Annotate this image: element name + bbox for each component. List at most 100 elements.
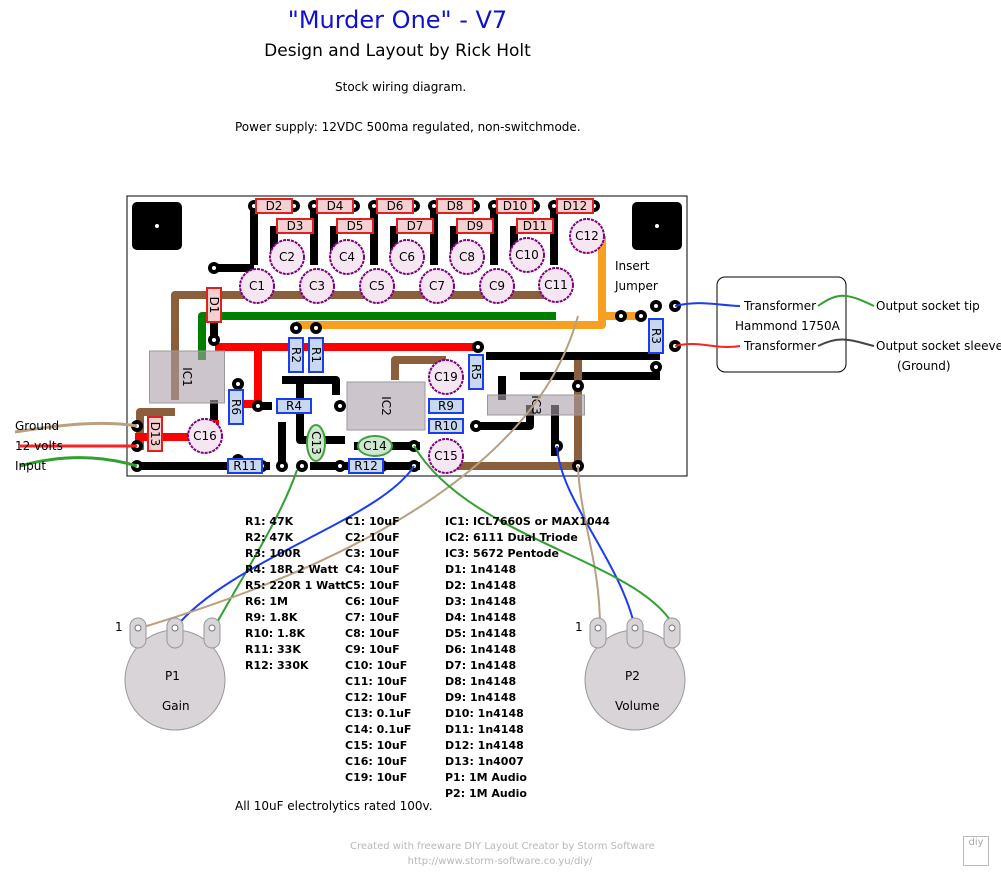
wire-p1-blue [174,465,415,629]
diode-d10 [496,198,534,214]
parts-list-item: R1: 47K [245,515,294,528]
r11-label: R11 [233,459,257,473]
pad-hole [312,204,316,208]
parts-list-item: D12: 1n4148 [445,739,524,752]
p1-lug-hole [171,624,179,632]
c8-label: C8 [459,250,475,264]
parts-list-item: C7: 10uF [345,611,400,624]
d8-label: D8 [447,199,464,213]
wire-p2-green [413,445,676,629]
diagram-note: Stock wiring diagram. [335,80,467,94]
diode-d5 [336,218,374,234]
parts-list-item: D10: 1n4148 [445,707,524,720]
parts-list-item: D6: 1n4148 [445,643,517,656]
c15-label: C15 [434,449,458,463]
p1-lug-hole [134,624,142,632]
r4-label: R4 [286,399,302,413]
d5-label: D5 [347,219,364,233]
wire-p2-brown [577,465,601,629]
transformer-label-1: Transformer [744,299,817,313]
pad-hole [474,424,478,428]
p2-name: P2 [625,669,640,683]
c3-label: C3 [309,279,325,293]
d2-label: D2 [266,199,283,213]
parts-list-item: C13: 0.1uF [345,707,412,720]
capacitor-c7 [419,268,455,304]
ground-note: (Ground) [897,359,951,373]
parts-list-item: C15: 10uF [345,739,408,752]
ground-label: Ground [15,419,60,433]
capacitor-c19 [428,359,464,395]
parts-list-item: C3: 10uF [345,547,400,560]
parts-list-item: C10: 10uF [345,659,408,672]
footer-url[interactable]: http://www.storm-software.co.yu/diy/ [407,856,593,867]
parts-list-item: C5: 10uF [345,579,400,592]
d12-label: D12 [563,199,588,213]
pad-hole [338,404,342,408]
wire-ground [14,421,138,434]
d6-label: D6 [387,199,404,213]
resistor-r3 [648,318,664,354]
pad-hole [212,338,216,342]
footer-credit: Created with freeware DIY Layout Creator… [350,841,655,852]
parts-list-item: D11: 1n4148 [445,723,524,736]
p2-pin-label: 1 [575,620,583,634]
r5-label: R5 [469,364,483,380]
parts-list-item: C16: 10uF [345,755,408,768]
capacitor-c13 [306,424,326,462]
parts-list-item: D1: 1n4148 [445,563,517,576]
capacitor-c9 [479,268,515,304]
trace-green [198,312,556,360]
trace-orange [296,236,606,329]
wire-blue [674,302,741,307]
chip-ic3 [487,394,585,416]
d4-label: D4 [327,199,344,213]
pad-hole [212,266,216,270]
parts-list-item: C6: 10uF [345,595,400,608]
resistor-r11 [227,458,263,474]
parts-list-item: D2: 1n4148 [445,579,517,592]
p2-label: Volume [615,699,660,713]
pad-hole [476,345,480,349]
resistor-r2 [288,337,304,373]
diode-d6 [376,198,414,214]
capacitor-c5 [359,268,395,304]
diode-d11 [516,218,554,234]
parts-list-item: R3: 100R [245,547,301,560]
resistor-r4 [276,398,312,414]
parts-list-item: R9: 1.8K [245,611,298,624]
wire-p1-brown [139,315,579,629]
capacitor-c4 [329,239,365,275]
p2-pot-lug [589,617,607,649]
diode-d1 [206,287,222,323]
diode-d4 [316,198,354,214]
c14-label: C14 [363,439,387,453]
diode-d8 [436,198,474,214]
capacitor-c14 [357,435,393,457]
parts-list-item: D8: 1n4148 [445,675,517,688]
pad-hole [576,384,580,388]
capacitor-c11 [538,267,574,303]
parts-list-item: IC3: 5672 Pentode [445,547,559,560]
parts-list-item: R10: 1.8K [245,627,306,640]
resistor-r5 [468,354,484,390]
p1-pot-lug [203,617,221,649]
c10-label: C10 [515,248,539,262]
parts-list-item: R5: 220R 1 Watt [245,579,346,592]
jumper-label: Jumper [615,279,658,293]
c5-label: C5 [369,279,385,293]
capacitor-c8 [449,239,485,275]
parts-list-item: C8: 10uF [345,627,400,640]
diode-d3 [276,218,314,234]
c13-label: C13 [309,431,323,455]
parts-list-item: R11: 33K [245,643,301,656]
c2-label: C2 [279,250,295,264]
capacitor-c10 [509,237,545,273]
parts-list-item: R4: 18R 2 Watt [245,563,339,576]
capacitor-c1 [239,268,275,304]
chip-ic1 [149,350,225,404]
c19-label: C19 [434,370,458,384]
parts-list-item: P1: 1M Audio [445,771,527,784]
resistor-r1 [308,337,324,373]
